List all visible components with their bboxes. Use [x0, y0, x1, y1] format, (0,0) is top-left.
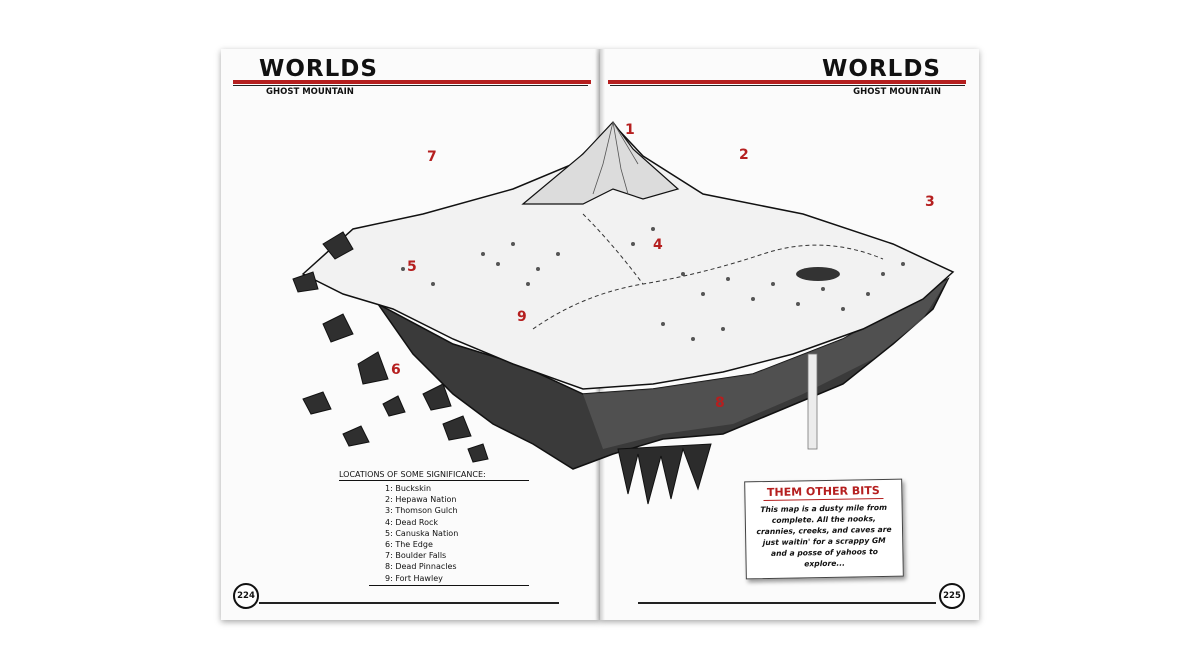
legend-item: 3: Thomson Gulch	[385, 506, 458, 516]
legend-item: 5: Canuska Nation	[385, 528, 459, 538]
legend-list: 1: Buckskin 2: Hepawa Nation 3: Thomson …	[339, 483, 529, 584]
legend-item: 9: Fort Hawley	[385, 573, 443, 583]
title-black-rule	[610, 85, 965, 86]
map-marker-4: 4	[653, 237, 663, 253]
title-red-rule	[233, 80, 591, 84]
island-top-surface	[301, 122, 955, 390]
legend-item: 8: Dead Pinnacles	[385, 562, 457, 572]
map-marker-9: 9	[517, 309, 527, 325]
page-title: WORLDS	[259, 56, 378, 82]
title-red-rule	[608, 80, 966, 84]
crater	[796, 267, 840, 281]
page-number: 225	[939, 583, 965, 609]
book-spread: WORLDS GHOST MOUNTAIN LOCATIONS OF SOME …	[221, 49, 979, 620]
map-marker-7: 7	[427, 149, 437, 165]
page-number: 224	[233, 583, 259, 609]
map-marker-2: 2	[739, 147, 749, 163]
dead-pinnacles	[617, 443, 712, 505]
page-title: WORLDS	[822, 56, 941, 82]
island-illustration	[292, 121, 955, 505]
trail	[532, 244, 884, 330]
page-subtitle: GHOST MOUNTAIN	[266, 87, 354, 97]
legend-item: 4: Dead Rock	[385, 517, 439, 527]
map-marker-1: 1	[625, 122, 635, 138]
map-marker-6: 6	[391, 362, 401, 378]
map-marker-5: 5	[407, 259, 417, 275]
map-marker-3: 3	[925, 194, 935, 210]
locations-legend: LOCATIONS OF SOME SIGNIFICANCE: 1: Bucks…	[339, 470, 529, 586]
legend-item: 6: The Edge	[385, 540, 433, 550]
forest-texture	[401, 227, 905, 341]
falling-rocks	[292, 231, 489, 463]
trail	[582, 213, 644, 285]
floating-island-map	[283, 94, 963, 514]
ghost-mountain-peak	[521, 121, 680, 205]
title-black-rule	[233, 85, 588, 86]
legend-item: 7: Boulder Falls	[385, 551, 447, 561]
legend-item: 1: Buckskin	[385, 484, 432, 493]
footer-rule	[638, 602, 936, 604]
legend-item: 2: Hepawa Nation	[385, 495, 457, 505]
page-subtitle: GHOST MOUNTAIN	[853, 87, 941, 97]
legend-bottom-rule	[369, 584, 529, 586]
legend-title: LOCATIONS OF SOME SIGNIFICANCE:	[339, 470, 529, 481]
island-underside-shadow	[583, 279, 948, 449]
map-marker-8: 8	[715, 395, 725, 411]
footer-rule	[259, 602, 559, 604]
waterfall	[807, 353, 818, 450]
